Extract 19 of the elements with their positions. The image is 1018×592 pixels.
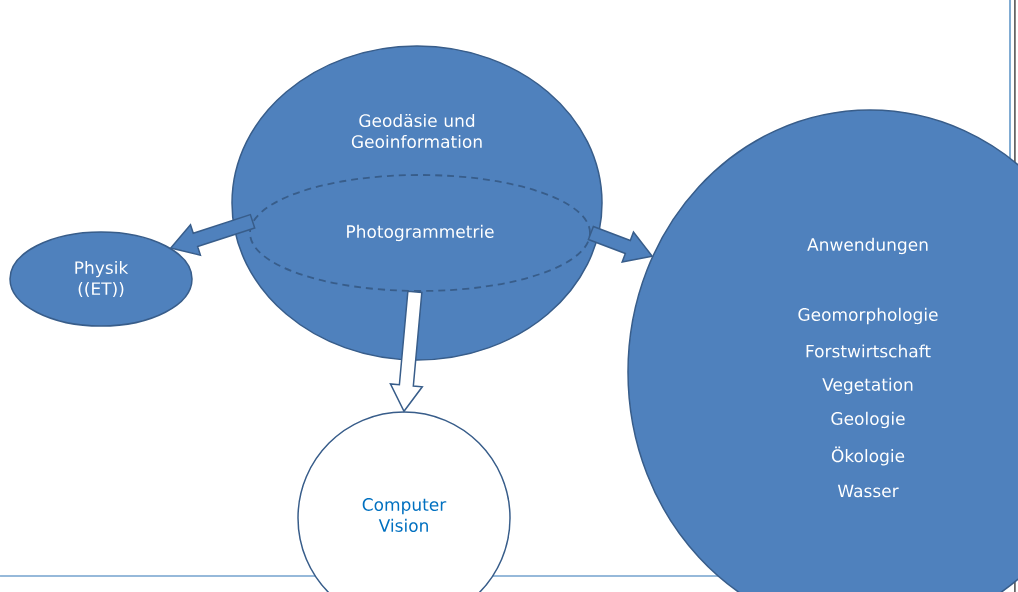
node-label: Computer Vision — [362, 498, 447, 532]
heading-text: Anwendungen — [807, 237, 928, 255]
list-item: Geomorphologie — [798, 307, 938, 325]
node-label: Physik ((ET)) — [75, 260, 129, 298]
list-item: Forstwirtschaft — [806, 344, 931, 358]
topic-circle — [231, 45, 603, 361]
list-item: Wasser — [837, 484, 899, 498]
list-item: Ökologie — [831, 446, 905, 466]
list-item: Vegetation — [822, 377, 913, 395]
topic-ellipse — [9, 231, 193, 327]
dashed-ellipse — [249, 174, 591, 292]
block-arrow — [587, 225, 654, 263]
node-label: Photogrammetrie — [347, 224, 494, 242]
block-arrow — [389, 290, 424, 413]
list-item: Geologie — [831, 411, 905, 429]
topic-circle — [627, 109, 1018, 592]
topic-circle — [297, 411, 511, 592]
node-label: Geodäsie und Geoinformation — [351, 113, 482, 149]
block-arrow — [169, 213, 256, 257]
